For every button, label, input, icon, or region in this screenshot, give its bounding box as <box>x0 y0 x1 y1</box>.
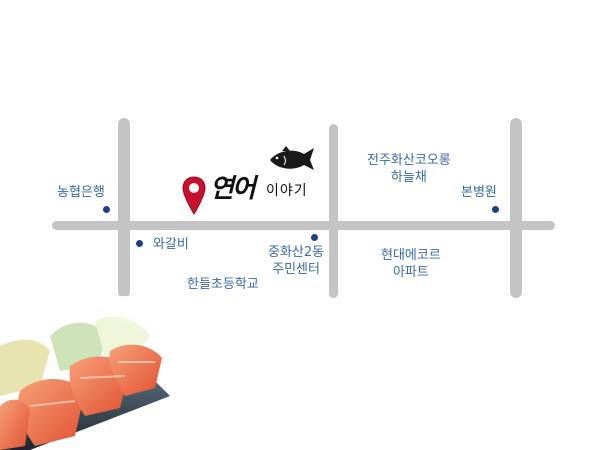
location-pin-icon <box>182 176 206 215</box>
label-nonghyup: 농협은행 <box>57 185 105 200</box>
salmon-fish-icon <box>270 146 314 170</box>
label-hyundai: 현대에코르 아파트 <box>381 248 441 280</box>
marker-community-center <box>311 234 318 241</box>
marker-wagalbi <box>136 240 143 247</box>
salmon-sashimi-image <box>0 296 220 450</box>
marker-nonghyup <box>103 206 110 213</box>
label-wagalbi: 와갈비 <box>153 237 189 252</box>
road-vertical-right <box>510 118 522 298</box>
label-community-center: 중화산2동 주민센터 <box>268 245 325 277</box>
brand-name: 연어 <box>210 174 256 204</box>
brand-tagline: 이야기 <box>266 183 308 199</box>
road-vertical-left <box>118 118 130 298</box>
road-horizontal <box>52 221 555 230</box>
label-bonhospital: 본병원 <box>461 185 497 200</box>
label-jeonju-kolon: 전주화산코오롱 하늘채 <box>367 153 451 185</box>
marker-bonhospital <box>492 206 499 213</box>
label-handeul-school: 한들초등학교 <box>187 277 259 292</box>
road-vertical-middle <box>329 124 338 298</box>
